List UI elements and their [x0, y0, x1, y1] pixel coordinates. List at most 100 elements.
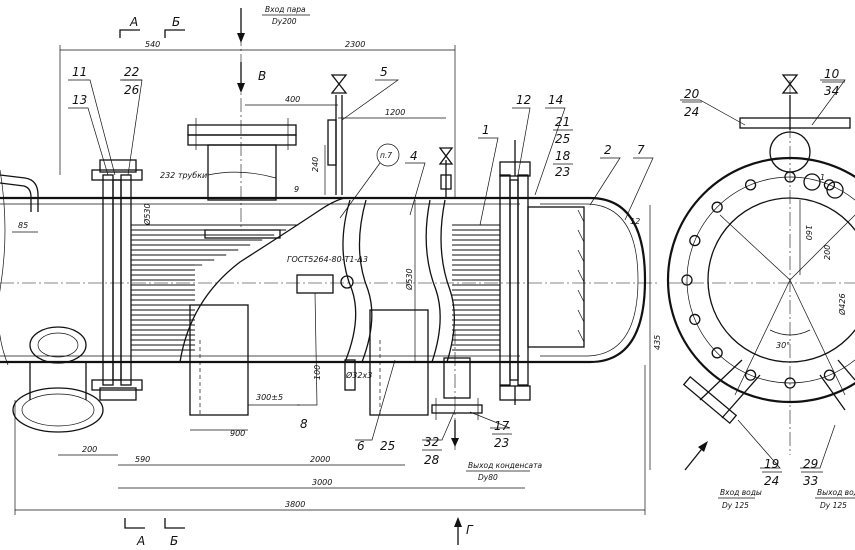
- left-bolt-bottom: [91, 379, 143, 391]
- callout-34: 34: [824, 84, 839, 98]
- vent-gauge: [327, 119, 337, 166]
- left-bottom-nozzle-ellipse-in: [37, 332, 79, 358]
- callout-26: 26: [124, 83, 140, 97]
- dim-400: 400: [285, 95, 300, 104]
- cover-hatch-6: [577, 309, 585, 323]
- leader-14: [534, 107, 566, 196]
- cover-hatch-4: [577, 269, 585, 283]
- condensate-dn: Dу80: [478, 473, 498, 482]
- cutaway-wavy-1: [342, 199, 357, 363]
- left-bottom-nozzle-body: [29, 362, 87, 400]
- end-flange-outer: [666, 156, 855, 404]
- left-bottom-nozzle-ellipse: [29, 326, 87, 364]
- view-v-letter: В: [258, 69, 266, 83]
- dim-9: 9: [294, 185, 299, 194]
- leader-8: [297, 292, 318, 406]
- end-angle-arc: [769, 329, 811, 336]
- right-tubesheet: [509, 179, 519, 381]
- dim-2300: 2300: [345, 40, 365, 49]
- callout-11: 11: [72, 65, 87, 79]
- end-radial-3: [719, 214, 791, 281]
- elliptical-head: [540, 196, 647, 364]
- leader-29: [800, 424, 836, 469]
- callout-33: 33: [803, 474, 818, 488]
- callout-5: 5: [380, 65, 388, 79]
- bolt-hole: [681, 274, 693, 286]
- bolt-hole: [823, 369, 836, 381]
- leader-4: [405, 162, 426, 216]
- left-top-bent-pipe: [0, 174, 39, 212]
- dim-85: 85: [18, 221, 28, 230]
- callout-2: 2: [604, 143, 612, 157]
- leader-5: [341, 79, 400, 121]
- water-inlet-dn: Dу 125: [722, 501, 749, 510]
- dim-tubes: 232 трубки: [160, 171, 207, 180]
- leader-1: [478, 137, 499, 226]
- dim-left-530: Ø530: [142, 203, 152, 226]
- left-tubesheet: [112, 179, 122, 381]
- bolt-hole: [689, 313, 701, 326]
- dim-3800: 3800: [285, 500, 305, 509]
- left-nut-bottom: [99, 387, 137, 401]
- leader-13: [68, 107, 109, 176]
- callout-12: 12: [516, 93, 531, 107]
- leader-10: [811, 79, 846, 126]
- steam-arrow-head: [237, 33, 245, 43]
- callout-7: 7: [637, 143, 645, 157]
- dim-590: 590: [135, 455, 150, 464]
- end-bolt-holes: [681, 171, 836, 389]
- bolt-hole: [823, 179, 836, 191]
- steam-inlet-dn: Dу200: [272, 17, 297, 26]
- end-top-valve: [781, 74, 799, 94]
- left-drain-nozzle: [344, 359, 356, 391]
- right-support: [369, 309, 429, 416]
- dim-1: 1: [820, 173, 825, 182]
- end-outlet-leg: [819, 359, 855, 411]
- leader-p7: [339, 162, 381, 219]
- section-a-bot-mark: [124, 518, 145, 529]
- callout-6: 6: [357, 439, 365, 453]
- end-top-nozzle: [769, 131, 811, 173]
- end-radial-1: [734, 279, 791, 396]
- end-radial-2: [789, 279, 846, 396]
- section-b-top-mark: [164, 29, 185, 38]
- steam-nozzle-flange-top: [187, 124, 297, 136]
- condensate-note: Выход конденсата: [468, 461, 542, 470]
- condensate-arrow-head: [451, 438, 459, 447]
- end-bolt-circle: [686, 176, 855, 384]
- leader-20: [680, 99, 746, 126]
- dim-240: 240: [311, 157, 320, 172]
- water-outlet-note: Выход воды: [817, 488, 855, 497]
- callout-28: 28: [424, 453, 440, 467]
- dim-3000: 3000: [312, 478, 332, 487]
- callout-20: 20: [684, 87, 700, 101]
- weld-mark-circle: [376, 143, 400, 167]
- cutaway-curve: [179, 197, 346, 363]
- leader-17: [469, 411, 511, 429]
- right-flange-inner: [517, 174, 529, 386]
- section-a-top-mark: [119, 29, 140, 38]
- callout-32: 32: [424, 435, 439, 449]
- condensate-flange: [431, 404, 483, 414]
- cutaway-wavy-4: [440, 199, 455, 363]
- bolt-hole: [711, 347, 723, 359]
- dim-300: 300±5: [256, 393, 283, 402]
- cover-hatch-1: [577, 209, 585, 223]
- leader-6: [355, 359, 396, 441]
- tube-bundle-left: [131, 224, 299, 351]
- dim-end-200: 200: [823, 245, 832, 260]
- end-radial-4: [789, 214, 855, 281]
- section-a-bot: А: [136, 534, 145, 548]
- callout-10: 10: [824, 67, 840, 81]
- right-vent-cap: [440, 174, 452, 190]
- view-g-arrow-head: [454, 517, 462, 527]
- left-top-bent-pipe-2: [0, 182, 32, 212]
- steam-nozzle-body: [207, 144, 277, 201]
- left-nut-top: [99, 159, 137, 173]
- cover-hatch-2: [577, 229, 585, 243]
- inspection-plug: [340, 275, 354, 289]
- dim-435: 435: [653, 335, 662, 350]
- section-a-top: А: [129, 15, 138, 29]
- callout-1: 1: [482, 123, 490, 137]
